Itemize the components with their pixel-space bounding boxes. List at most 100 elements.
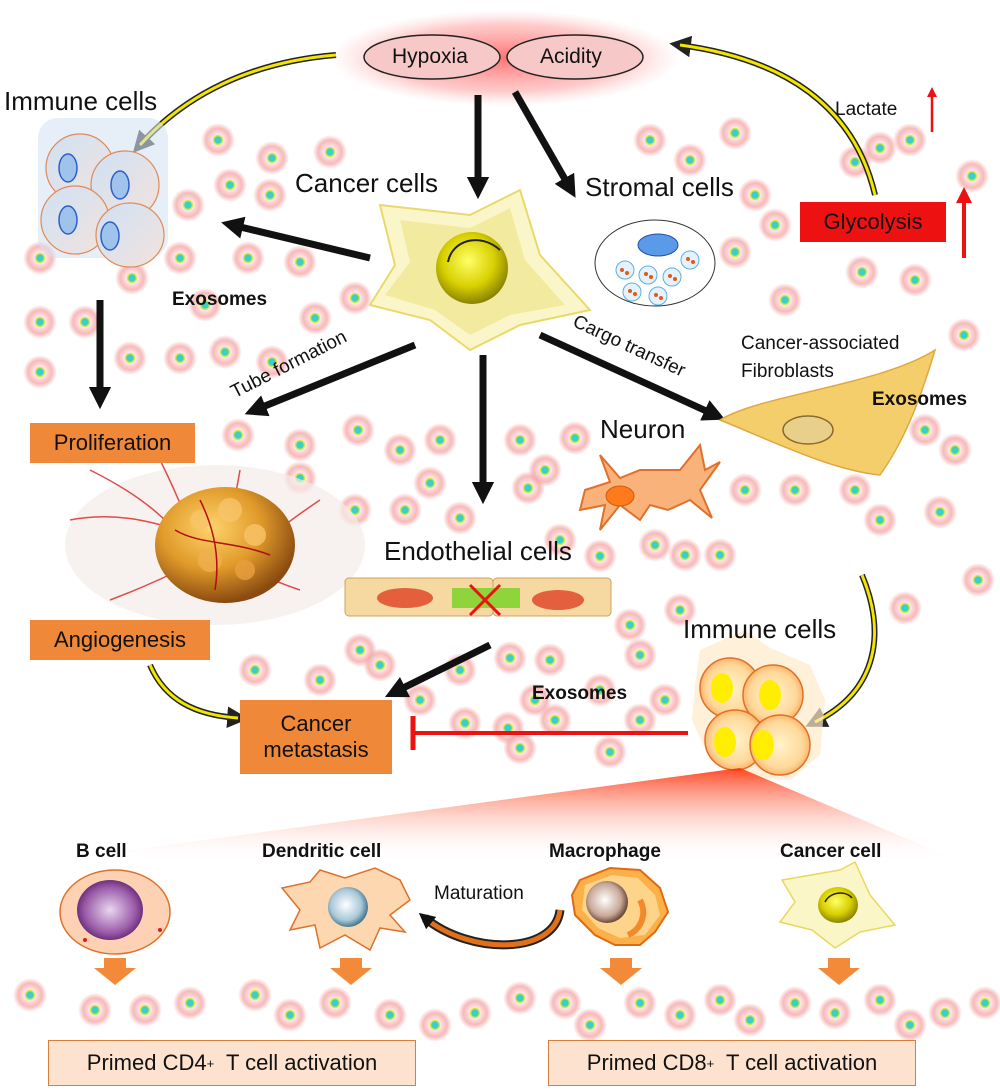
cd4-prefix: Primed CD4 <box>86 1050 207 1075</box>
exosome-core <box>544 654 556 666</box>
arrow-tube-formation <box>244 341 417 417</box>
exosome-core <box>324 146 336 158</box>
exosome-core <box>434 434 446 446</box>
neuron-label: Neuron <box>600 414 686 444</box>
exosome-core <box>89 1004 101 1016</box>
endothelial-cell-icon <box>344 577 612 617</box>
tumor-icon <box>65 459 365 625</box>
exosome-core <box>354 644 366 656</box>
b-cell-label: B cell <box>76 841 127 862</box>
exosome-core <box>34 316 46 328</box>
exosome-core <box>242 252 254 264</box>
exosome-core <box>856 266 868 278</box>
exosome-icon <box>13 116 1000 1042</box>
exosome-core <box>634 714 646 726</box>
cd4-activation-box: Primed CD4+ T cell activation <box>48 1040 416 1086</box>
exosome-core <box>212 134 224 146</box>
exosome-core <box>374 659 386 671</box>
exosomes-label-left: Exosomes <box>172 289 268 310</box>
exosome-core <box>958 329 970 341</box>
exosome-core <box>124 352 136 364</box>
exosome-core <box>219 346 231 358</box>
exosome-core <box>424 477 436 489</box>
exosome-core <box>454 664 466 676</box>
exosome-core <box>79 316 91 328</box>
exosome-core <box>294 256 306 268</box>
proliferation-box: Proliferation <box>30 423 195 463</box>
exosome-core <box>349 504 361 516</box>
hypoxia-label: Hypoxia <box>392 45 468 68</box>
exosomes-label-bottom: Exosomes <box>532 683 628 704</box>
exosome-core <box>979 997 991 1009</box>
immune-cell-icon <box>692 630 825 780</box>
maturation-label: Maturation <box>434 883 524 904</box>
exosome-core <box>649 539 661 551</box>
exosome-core <box>769 219 781 231</box>
exosome-core <box>739 484 751 496</box>
exosome-core <box>744 1014 756 1026</box>
exosome-core <box>459 717 471 729</box>
arrow-to-stromal-cells <box>511 90 576 198</box>
exosome-core <box>266 152 278 164</box>
exosome-core <box>232 429 244 441</box>
exosome-core <box>329 997 341 1009</box>
cancer-metastasis-box: Cancer metastasis <box>240 700 392 774</box>
cd8-suffix: T cell activation <box>714 1050 878 1075</box>
cancer-cell-icon <box>368 188 592 352</box>
exosome-core <box>349 292 361 304</box>
exosome-core <box>314 674 326 686</box>
macrophage-label: Macrophage <box>549 841 661 862</box>
exosome-core <box>554 534 566 546</box>
macrophage-icon <box>570 866 670 946</box>
exosome-core <box>874 994 886 1006</box>
immune-cells-top-label: Immune cells <box>4 86 158 116</box>
b-cell-icon <box>59 869 171 955</box>
exosome-core <box>729 246 741 258</box>
exosome-core <box>789 997 801 1009</box>
cancer-cells-label: Cancer cells <box>295 168 439 198</box>
exosome-core <box>644 134 656 146</box>
exosome-core <box>429 1019 441 1031</box>
exosome-core <box>182 199 194 211</box>
exosome-core <box>779 294 791 306</box>
exosome-core <box>729 127 741 139</box>
exosome-core <box>249 989 261 1001</box>
neuron-icon <box>578 442 721 531</box>
metastasis-line1: Cancer <box>280 710 352 736</box>
exosome-core <box>399 504 411 516</box>
endothelial-cells-label: Endothelial cells <box>384 536 572 566</box>
exosome-core <box>714 549 726 561</box>
exosome-core <box>899 602 911 614</box>
exosome-core <box>264 189 276 201</box>
fibroblast-icon <box>718 348 937 476</box>
exosome-core <box>266 356 278 368</box>
exosome-core <box>684 154 696 166</box>
exosome-core <box>624 619 636 631</box>
exosome-core <box>174 252 186 264</box>
exosome-core <box>384 1009 396 1021</box>
exosome-core <box>674 604 686 616</box>
exosome-core <box>749 189 761 201</box>
exosome-core <box>949 444 961 456</box>
exosome-core <box>904 134 916 146</box>
arrow-endothelial-to-metastasis <box>384 641 492 698</box>
dendritic-cell-icon <box>280 867 411 952</box>
exosome-core <box>559 997 571 1009</box>
feedback-arrow-left <box>132 52 337 154</box>
exosomes-label-right: Exosomes <box>872 389 968 410</box>
exosome-core <box>34 252 46 264</box>
exosome-core <box>184 997 196 1009</box>
lactate-label: Lactate <box>835 99 898 120</box>
exosome-core <box>34 366 46 378</box>
exosome-core <box>972 574 984 586</box>
exosome-core <box>522 482 534 494</box>
exosome-core <box>24 989 36 1001</box>
exosome-core <box>679 549 691 561</box>
caf-label-line2: Fibroblasts <box>741 361 834 382</box>
exosome-core <box>394 444 406 456</box>
cd8-sup: + <box>706 1055 715 1071</box>
arrow-to-immune-cells <box>221 216 371 262</box>
exosome-core <box>514 742 526 754</box>
